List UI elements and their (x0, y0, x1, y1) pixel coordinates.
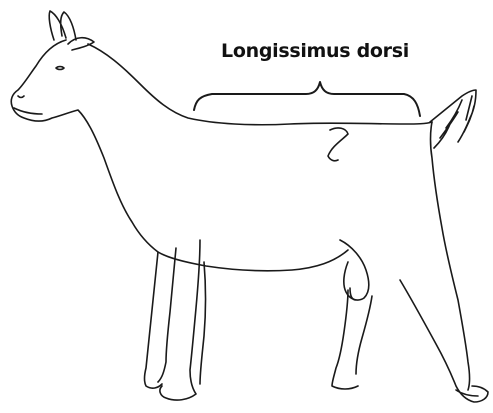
tail (430, 90, 476, 148)
hind-leg-front (356, 296, 372, 374)
muscle-bracket (194, 82, 420, 116)
rump-outline (431, 122, 470, 390)
body-outline (11, 40, 348, 271)
hind-leg-outer (400, 280, 488, 402)
mouth (14, 108, 42, 114)
ear (68, 38, 94, 50)
udder (340, 240, 369, 300)
nostril (18, 96, 24, 98)
front-leg-inner (158, 248, 176, 382)
horn (49, 11, 66, 40)
horn (61, 12, 76, 40)
hip-point (328, 128, 348, 161)
hind-leg-inner (332, 290, 358, 389)
muscle-label: Longissimus dorsi (205, 40, 425, 62)
eye (56, 67, 64, 70)
front-leg-outer (145, 252, 163, 388)
front-leg-seam (200, 262, 206, 384)
